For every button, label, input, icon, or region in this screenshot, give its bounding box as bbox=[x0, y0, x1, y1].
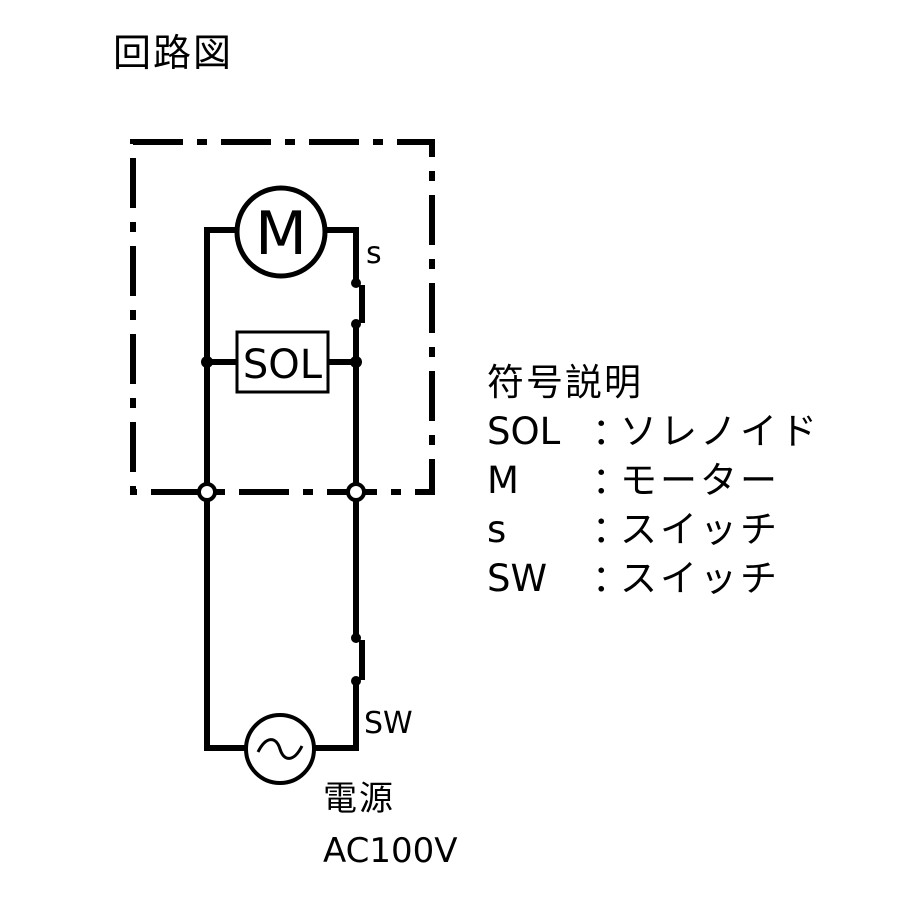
legend-row: SOL ： ソレノイド bbox=[487, 407, 820, 456]
solenoid-label: SOL bbox=[243, 342, 323, 388]
switch-s-symbol bbox=[351, 278, 365, 329]
legend-symbol: M bbox=[487, 459, 519, 502]
legend-row: M ： モーター bbox=[487, 456, 820, 505]
junction-dots bbox=[201, 356, 362, 368]
switch-sw-label: SW bbox=[364, 706, 413, 741]
legend-description: モーター bbox=[620, 459, 780, 502]
legend-description: スイッチ bbox=[620, 557, 780, 600]
legend-row: SW ： スイッチ bbox=[487, 554, 820, 603]
legend-description: スイッチ bbox=[620, 508, 780, 551]
page-title: 回路図 bbox=[113, 31, 234, 75]
legend-colon: ： bbox=[592, 508, 629, 551]
solenoid-symbol: SOL bbox=[235, 330, 330, 394]
terminal-connectors bbox=[197, 482, 366, 502]
switch-sw-symbol bbox=[351, 633, 365, 686]
legend-colon: ： bbox=[592, 410, 629, 453]
legend-heading: 符号説明 bbox=[487, 361, 643, 404]
legend-description: ソレノイド bbox=[620, 410, 820, 453]
legend-colon: ： bbox=[592, 557, 629, 600]
legend-row: s ： スイッチ bbox=[487, 505, 820, 554]
ac-power-source-symbol bbox=[244, 713, 316, 785]
power-source-label: 電源 bbox=[323, 779, 395, 819]
legend-symbol: SOL bbox=[487, 410, 561, 453]
legend-symbol: s bbox=[487, 508, 507, 551]
legend-colon: ： bbox=[592, 459, 629, 502]
legend-symbol: SW bbox=[487, 557, 548, 600]
enclosure-boundary bbox=[130, 139, 435, 495]
switch-s-label: s bbox=[366, 236, 382, 271]
legend: 符号説明 SOL ： ソレノイド M ： モーター s ： スイッチ SW ： … bbox=[487, 358, 820, 603]
power-source-rating: AC100V bbox=[323, 831, 458, 871]
motor-label: M bbox=[255, 199, 307, 269]
motor-symbol: M bbox=[234, 185, 328, 279]
ac-wave-icon bbox=[256, 738, 304, 760]
